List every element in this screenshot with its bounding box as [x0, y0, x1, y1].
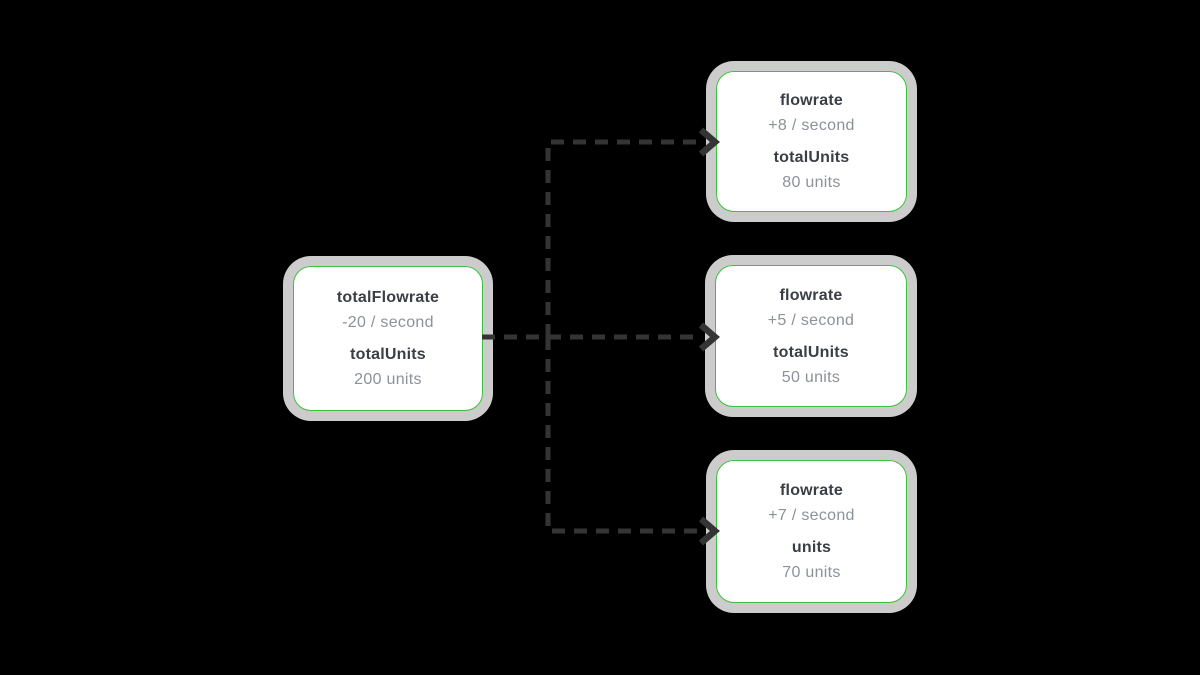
field-label: totalUnits: [350, 346, 426, 363]
field-value: -20 / second: [342, 314, 434, 331]
field-value: +7 / second: [768, 507, 855, 524]
field-label: flowrate: [780, 482, 843, 499]
field-label: totalUnits: [773, 149, 850, 166]
field-value: 70 units: [782, 564, 841, 581]
node-totalflowrate[interactable]: totalFlowrate -20 / second totalUnits 20…: [283, 256, 493, 421]
node-card: flowrate +8 / second totalUnits 80 units: [716, 71, 907, 212]
node-card: flowrate +7 / second units 70 units: [716, 460, 907, 603]
node-flowrate-plus8[interactable]: flowrate +8 / second totalUnits 80 units: [706, 61, 917, 222]
node-card: flowrate +5 / second totalUnits 50 units: [715, 265, 907, 407]
field-label: units: [791, 539, 832, 556]
field-units: units 70 units: [782, 535, 840, 585]
field-value: +8 / second: [768, 117, 855, 134]
field-label: totalFlowrate: [336, 289, 440, 306]
edge-source-to-sink-bottom[interactable]: [545, 337, 700, 534]
node-card: totalFlowrate -20 / second totalUnits 20…: [293, 266, 483, 411]
field-value: 200 units: [354, 371, 422, 388]
field-totalflowrate: totalFlowrate -20 / second: [337, 285, 439, 335]
field-label: totalUnits: [773, 343, 849, 361]
edge-source-to-sink-top[interactable]: [545, 139, 700, 337]
node-flowrate-plus7[interactable]: flowrate +7 / second units 70 units: [706, 450, 917, 613]
field-flowrate: flowrate +7 / second: [768, 478, 854, 528]
node-flowrate-plus5[interactable]: flowrate +5 / second totalUnits 50 units: [705, 255, 917, 417]
field-totalunits: totalUnits 50 units: [773, 340, 849, 390]
field-totalunits: totalUnits 80 units: [774, 145, 850, 195]
field-flowrate: flowrate +8 / second: [768, 88, 854, 138]
field-label: flowrate: [779, 286, 843, 304]
field-value: 80 units: [782, 174, 841, 191]
field-totalunits: totalUnits 200 units: [350, 342, 426, 392]
field-flowrate: flowrate +5 / second: [768, 283, 854, 333]
field-value: 50 units: [781, 368, 841, 386]
field-label: flowrate: [780, 92, 843, 109]
field-value: +5 / second: [767, 311, 855, 329]
